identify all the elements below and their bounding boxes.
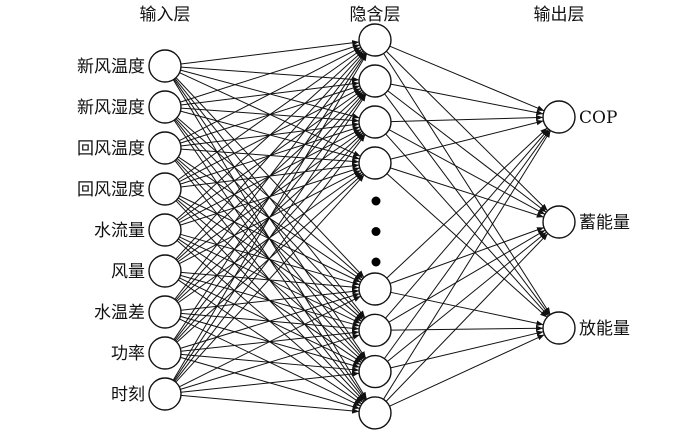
edge-input-8-hidden-5	[180, 334, 360, 390]
output-layer-title: 输出层	[534, 5, 585, 25]
input-node-label: 回风湿度	[77, 180, 145, 200]
input-node-label: 时刻	[111, 385, 145, 405]
input-node-label: 风量	[111, 262, 145, 282]
hidden-node	[358, 23, 392, 57]
edge-input-8-hidden-7	[180, 394, 360, 414]
hidden-node	[358, 354, 392, 389]
input-node-label: 新风湿度	[77, 98, 145, 118]
input-node	[148, 336, 182, 370]
input-node	[148, 295, 182, 329]
edge-hidden-3-output-1	[390, 167, 544, 218]
edge-input-0-hidden-0	[180, 40, 360, 65]
hidden-node	[358, 313, 392, 347]
input-node	[148, 377, 182, 411]
input-node-label: 功率	[111, 344, 145, 364]
ellipsis-dot	[371, 257, 381, 267]
edges-group	[172, 40, 551, 414]
edge-input-8-hidden-2	[174, 134, 366, 382]
hidden-node	[358, 64, 392, 98]
nodes-group	[148, 23, 576, 430]
edge-hidden-2-output-2	[385, 133, 549, 317]
edge-input-1-hidden-0	[180, 44, 360, 103]
edge-input-8-hidden-1	[173, 94, 367, 381]
input-node-label: 水温差	[94, 303, 145, 323]
output-node-label: 放能量	[579, 319, 630, 339]
edge-input-5-hidden-0	[175, 51, 365, 260]
output-node-label: COP	[579, 108, 617, 128]
edge-input-8-hidden-3	[175, 174, 365, 383]
ellipsis-dot	[371, 227, 381, 236]
edge-input-3-hidden-0	[177, 48, 363, 181]
edge-input-6-hidden-4	[180, 288, 360, 311]
edge-input-7-hidden-4	[180, 293, 360, 349]
edge-hidden-7-output-0	[383, 130, 551, 400]
edge-hidden-1-output-0	[390, 83, 544, 116]
edge-hidden-6-output-0	[383, 129, 551, 359]
input-node	[148, 90, 182, 124]
edge-hidden-1-output-2	[384, 93, 550, 316]
input-node-label: 新风温度	[77, 57, 145, 77]
hidden-node	[358, 146, 392, 180]
input-node	[148, 131, 182, 165]
input-node-label: 回风温度	[77, 139, 145, 159]
edge-hidden-3-output-0	[390, 119, 544, 160]
output-node	[542, 205, 576, 239]
edge-hidden-2-output-1	[388, 129, 546, 215]
input-layer-title: 输入层	[140, 5, 191, 25]
input-node	[148, 172, 182, 206]
edge-hidden-7-output-2	[389, 334, 545, 407]
ellipsis-dot	[371, 196, 381, 206]
edge-hidden-5-output-2	[390, 325, 544, 332]
edge-hidden-6-output-2	[390, 330, 544, 369]
edge-input-2-hidden-4	[178, 156, 362, 281]
edge-input-2-hidden-0	[178, 46, 362, 142]
edge-hidden-4-output-0	[386, 127, 548, 279]
input-node	[148, 213, 182, 247]
edge-input-5-hidden-4	[180, 271, 360, 290]
edge-hidden-0-output-1	[386, 50, 548, 212]
edge-hidden-1-output-1	[387, 90, 547, 213]
ellipsis-dots	[371, 196, 381, 267]
edge-input-4-hidden-4	[180, 233, 360, 286]
input-node	[148, 49, 182, 83]
output-node	[542, 100, 576, 134]
output-node-label: 蓄能量	[579, 213, 630, 233]
edge-input-0-hidden-4	[175, 77, 365, 278]
edge-input-1-hidden-4	[176, 117, 364, 279]
edge-input-7-hidden-0	[173, 53, 367, 340]
edge-input-8-hidden-0	[172, 53, 368, 381]
hidden-node	[358, 272, 392, 306]
edge-hidden-6-output-1	[387, 231, 547, 362]
edge-hidden-3-output-2	[386, 173, 548, 318]
output-node	[542, 311, 576, 345]
edge-hidden-2-output-0	[390, 114, 544, 123]
edge-input-4-hidden-0	[176, 50, 364, 220]
input-node	[148, 254, 182, 288]
edge-hidden-5-output-1	[388, 229, 546, 323]
hidden-layer-title: 隐含层	[350, 5, 401, 25]
edge-hidden-5-output-0	[385, 128, 549, 319]
edge-input-8-hidden-4	[179, 295, 361, 388]
edge-hidden-4-output-1	[389, 227, 545, 284]
input-node-label: 水流量	[94, 221, 145, 241]
edge-input-3-hidden-4	[179, 195, 361, 283]
edge-hidden-7-output-1	[385, 233, 549, 402]
edge-hidden-0-output-2	[383, 53, 551, 315]
hidden-node	[358, 396, 392, 430]
edge-hidden-4-output-2	[390, 291, 544, 326]
edge-input-6-hidden-0	[174, 52, 366, 300]
hidden-node	[358, 105, 392, 139]
edge-input-8-hidden-6	[180, 371, 360, 393]
edge-hidden-0-output-0	[389, 45, 545, 112]
